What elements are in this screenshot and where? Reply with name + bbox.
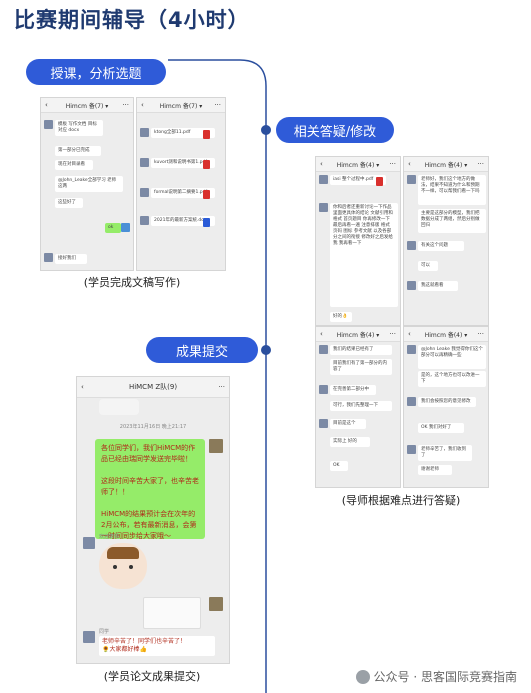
chat-message: 老师好，我们这个地方的做法，结果不知道为什么和预期不一样，可以帮我们看一下吗: [418, 175, 486, 205]
pdf-file-icon: [203, 160, 210, 169]
step-pill-2: 相关答疑/修改: [276, 117, 394, 143]
announcement-message: 各位同学们，我们HiMCM的作品已经由瑞同学发送完毕啦！ 这段时间辛苦大家了，也…: [95, 439, 205, 539]
caption-2: (导师根据难点进行答疑): [341, 494, 461, 507]
avatar: [140, 216, 149, 225]
file-message: ktong全部11.pdf: [151, 128, 215, 138]
step-pill-1: 授课，分析选题: [26, 59, 166, 85]
chat-message: 有关这个问题: [418, 241, 464, 251]
watermark-text: 公众号 · 思客国际竞赛指南: [373, 670, 517, 684]
chat-title: Himcm 备(4) ▾: [336, 331, 380, 339]
avatar: [140, 188, 149, 197]
avatar: [319, 175, 328, 184]
chat-message: 好的👌: [330, 312, 352, 322]
avatar: [83, 537, 95, 549]
caption-1: (学员完成文稿写作): [83, 276, 181, 289]
watermark: 公众号 · 思客国际竞赛指南: [355, 668, 517, 685]
file-message: formal说明第二摘要1.pdf: [151, 188, 215, 198]
chat-message: 我这就看看: [418, 281, 458, 291]
chat-title: Himcm 备(4) ▾: [336, 161, 380, 169]
docx-file-icon: [203, 218, 210, 227]
file-message: iasi 整个过程中.pdf: [330, 175, 386, 185]
caption-3: (学员论文成果提交): [103, 670, 201, 683]
chat-title: HiMCM Z队(9): [128, 383, 178, 391]
pdf-file-icon: [376, 177, 383, 186]
chat-message: 在完善第二部分中: [330, 385, 376, 395]
chat-title: Himcm 备(7) ▾: [65, 102, 109, 110]
chat-message: 是的，这个地方也可以改进一下: [418, 371, 486, 387]
chat-title: Himcm 备(4) ▾: [424, 161, 468, 169]
avatar: [319, 345, 328, 354]
chat-message: 主要是这部分的模型，我们把数据分成了两组，然后分别做回归: [418, 209, 486, 233]
chat-message: 我们会按照您的意见修改: [418, 397, 476, 407]
chat-screenshot-right-top-left: ‹Himcm 备(4) ▾··· iasi 整个过程中.pdf 你和后者还重新讨…: [315, 156, 401, 326]
timeline-dot-1: [261, 125, 271, 135]
avatar: [407, 397, 416, 406]
avatar: [407, 445, 416, 454]
avatar: [319, 419, 328, 428]
chat-message: 接好我们: [55, 254, 87, 264]
chat-message: 模板 写作文档 目标对应 docx: [55, 120, 103, 136]
page-title: 比赛期间辅导（4小时）: [14, 8, 250, 32]
avatar: [44, 253, 53, 262]
chat-message: 谢谢老师: [418, 465, 452, 475]
chat-screenshot-result: ‹HiMCM Z队(9)··· 2023年11月16日 晚上21:17 各位同学…: [76, 376, 230, 664]
timeline-dot-2: [261, 345, 271, 355]
avatar: [209, 597, 223, 611]
reply-name: 同学: [99, 629, 110, 635]
pdf-file-icon: [203, 130, 210, 139]
avatar: [140, 128, 149, 137]
avatar: [319, 385, 328, 394]
chat-message: 现在对目录看: [55, 160, 93, 170]
avatar: [44, 120, 53, 129]
reply-message: 老师辛苦了！同学们也辛苦了！ 🌻大家都好棒👍: [99, 636, 215, 656]
file-message: kuvort测和说明书第1.pdf: [151, 158, 215, 168]
file-message: 2021年的最新方案统.docx: [151, 216, 215, 226]
image-message: [143, 597, 201, 629]
chat-message: 目前是这个: [330, 419, 366, 429]
chat-message: 你和后者还重新讨论一下作品里面更具体的结论 文献引用和格式 首页题目 你再修改一…: [330, 203, 398, 307]
chat-screenshot-right-1: ‹Himcm 备(7) ▾··· ktong全部11.pdf kuvort测和说…: [136, 97, 226, 271]
chat-screenshot-right-top-right: ‹Himcm 备(4) ▾··· 老师好，我们这个地方的做法，结果不知道为什么和…: [403, 156, 489, 326]
chat-message: OK 我们对好了: [418, 423, 464, 433]
avatar: [83, 631, 95, 643]
bear-sticker: [99, 543, 147, 589]
timestamp: 2023年11月16日 晚上21:17: [119, 424, 187, 430]
chat-screenshot-right-bottom-right: ‹Himcm 备(4) ▾··· @John Leake 我觉得你们这个部分可以…: [403, 326, 489, 488]
chat-message: 第一部分已完成: [55, 146, 101, 156]
chat-message: 可以: [418, 261, 438, 271]
chat-screenshot-right-bottom-left: ‹Himcm 备(4) ▾··· 我们的结果已经有了 目前我们有了第一部分的内容…: [315, 326, 401, 488]
cow-sticker: [99, 399, 139, 415]
chat-message: OK: [330, 461, 348, 471]
chat-message: 我们的结果已经有了: [330, 345, 392, 355]
chat-screenshot-left-1: ‹Himcm 备(7) ▾··· 模板 写作文档 目标对应 docx 第一部分已…: [40, 97, 134, 271]
chat-message: 目前我们有了第一部分的内容了: [330, 359, 392, 375]
avatar: [407, 345, 416, 354]
chat-message: 实际上 好的: [330, 437, 370, 447]
chat-message: 可行，我们先整理一下: [330, 401, 392, 411]
chat-title: Himcm 备(4) ▾: [424, 331, 468, 339]
step-pill-3: 成果提交: [146, 337, 258, 363]
avatar: [319, 203, 328, 212]
avatar: [407, 175, 416, 184]
pdf-file-icon: [203, 190, 210, 199]
avatar: [121, 223, 130, 232]
avatar: [407, 241, 416, 250]
sticker-label: 欢迎表情: [99, 534, 120, 540]
chat-message: @John_Leake全部学习 老师 这两: [55, 176, 123, 192]
chat-message: @John Leake 我觉得你们这个部分可以再精确一些: [418, 345, 486, 369]
chat-title: Himcm 备(7) ▾: [159, 102, 203, 110]
chat-message: 这些好了: [55, 198, 83, 208]
avatar: [140, 158, 149, 167]
chat-message: ok: [105, 223, 121, 233]
avatar: [209, 439, 223, 453]
wechat-icon: [355, 669, 370, 684]
chat-message: 老师辛苦了，我们收到了: [418, 445, 472, 461]
avatar: [407, 281, 416, 290]
